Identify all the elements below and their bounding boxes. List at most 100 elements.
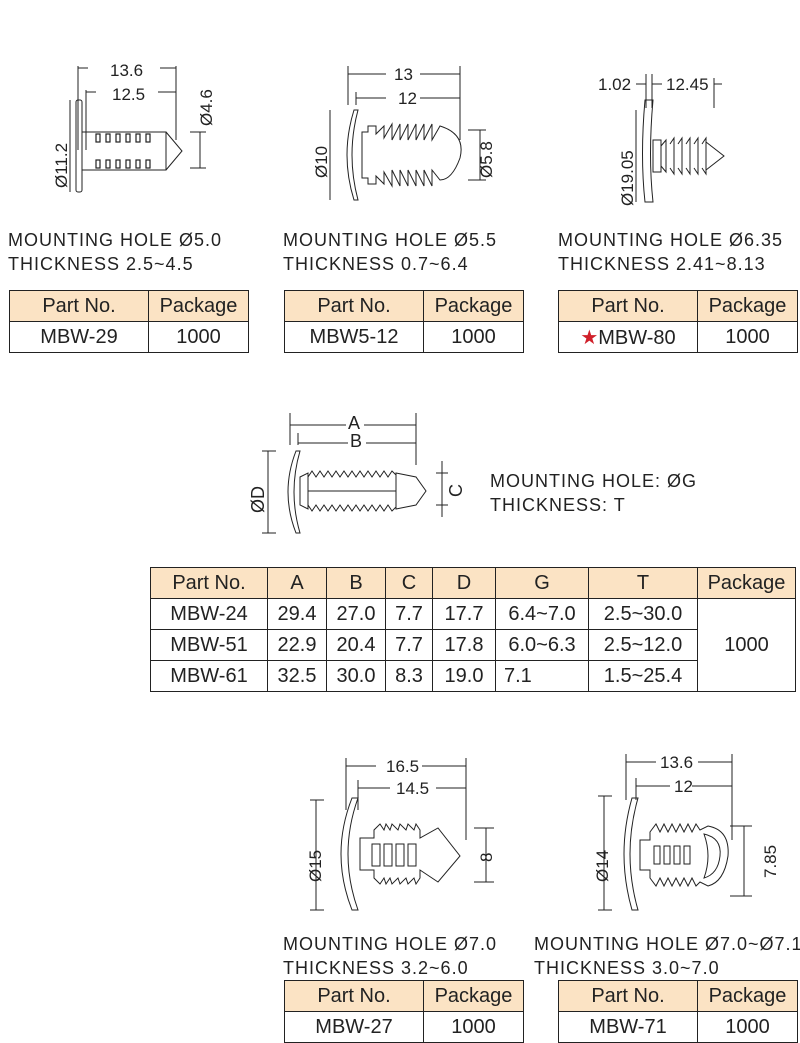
header-part-no: Part No. <box>9 290 149 322</box>
dim-12-45-label: 12.45 <box>666 75 709 94</box>
t-cell: 2.5~30.0 <box>588 598 698 630</box>
mounting-hole-text: MOUNTING HOLE Ø7.0 <box>283 934 498 954</box>
header-part-no: Part No. <box>150 567 268 599</box>
dim-a-label: A <box>348 413 360 433</box>
spec-mbw-80: MOUNTING HOLE Ø6.35 THICKNESS 2.41~8.13 <box>558 228 783 276</box>
part-no-cell: MBW-24 <box>150 598 268 630</box>
a-cell: 32.5 <box>267 660 327 692</box>
drawing-mbw-29: 13.6 12.5 Ø11.2 Ø4.6 <box>52 61 216 193</box>
header-package: Package <box>148 290 249 322</box>
g-cell: 6.0~6.3 <box>495 629 589 661</box>
spec-mbw-27: MOUNTING HOLE Ø7.0 THICKNESS 3.2~6.0 <box>283 932 497 980</box>
dim-13-6-label: 13.6 <box>660 753 693 772</box>
dim-16-5-label: 16.5 <box>386 757 419 776</box>
header-b: B <box>326 567 386 599</box>
t-cell: 2.5~12.0 <box>588 629 698 661</box>
dim-1-02-label: 1.02 <box>598 75 631 94</box>
t-cell: 1.5~25.4 <box>588 660 698 692</box>
dim-19-05-label: Ø19.05 <box>618 150 637 206</box>
c-cell: 8.3 <box>385 660 433 692</box>
thickness-text: THICKNESS 2.5~4.5 <box>8 254 194 274</box>
dim-7-85-label: 7.85 <box>761 845 780 878</box>
part-no-cell: MBW-51 <box>150 629 268 661</box>
header-part-no: Part No. <box>558 980 698 1012</box>
g-cell: 6.4~7.0 <box>495 598 589 630</box>
table-header-row: Part No. A B C D G T Package <box>150 567 796 599</box>
spec-mbw5-12: MOUNTING HOLE Ø5.5 THICKNESS 0.7~6.4 <box>283 228 497 276</box>
dim-12-label: 12 <box>674 777 693 796</box>
drawing-mbw-27: 16.5 14.5 Ø15 8 <box>306 757 496 911</box>
thickness-text: THICKNESS: T <box>490 495 626 515</box>
thickness-text: THICKNESS 2.41~8.13 <box>558 254 766 274</box>
drawing-mbw5-12: 13 12 Ø10 Ø5.8 <box>312 65 496 201</box>
package-cell: 1000 <box>423 1011 524 1043</box>
package-cell: 1000 <box>697 1011 798 1043</box>
header-part-no: Part No. <box>558 290 698 322</box>
star-icon: ★ <box>580 326 599 349</box>
thickness-text: THICKNESS 0.7~6.4 <box>283 254 469 274</box>
header-t: T <box>588 567 698 599</box>
g-cell: 7.1 <box>495 660 589 692</box>
part-no-cell: MBW5-12 <box>284 321 424 353</box>
dim-15-label: Ø15 <box>306 850 325 882</box>
c-cell: 7.7 <box>385 598 433 630</box>
header-package: Package <box>697 567 796 599</box>
mounting-hole-text: MOUNTING HOLE Ø5.5 <box>283 230 498 250</box>
drawing-mbw-71: 13.6 12 Ø14 7.85 <box>593 753 780 911</box>
header-package: Package <box>423 980 524 1012</box>
b-cell: 30.0 <box>326 660 386 692</box>
d-cell: 17.7 <box>432 598 496 630</box>
dim-13-6-label: 13.6 <box>110 61 143 80</box>
dim-12-label: 12 <box>398 89 417 108</box>
b-cell: 27.0 <box>326 598 386 630</box>
package-cell: 1000 <box>697 321 798 353</box>
c-cell: 7.7 <box>385 629 433 661</box>
part-no-text: MBW-80 <box>598 326 676 349</box>
dim-14-label: Ø14 <box>593 850 612 882</box>
header-g: G <box>495 567 589 599</box>
dim-11-2-label: Ø11.2 <box>52 143 71 188</box>
mounting-hole-text: MOUNTING HOLE: ØG <box>490 471 698 491</box>
package-cell: 1000 <box>697 598 796 692</box>
part-no-cell: MBW-61 <box>150 660 268 692</box>
table-generic: Part No. A B C D G T Package MBW-24 29.4… <box>150 567 796 692</box>
dim-8-label: 8 <box>477 853 496 862</box>
dim-d-label: ØD <box>248 486 268 513</box>
header-d: D <box>432 567 496 599</box>
part-no-cell: MBW-71 <box>558 1011 698 1043</box>
spec-generic: MOUNTING HOLE: ØG THICKNESS: T <box>490 469 697 517</box>
thickness-text: THICKNESS 3.0~7.0 <box>534 958 720 978</box>
spec-mbw-71: MOUNTING HOLE Ø7.0~Ø7.1 THICKNESS 3.0~7.… <box>534 932 800 980</box>
drawing-generic: A B ØD C <box>248 413 466 534</box>
dim-c-label: C <box>446 484 466 497</box>
header-c: C <box>385 567 433 599</box>
header-package: Package <box>697 290 798 322</box>
header-part-no: Part No. <box>284 290 424 322</box>
part-no-cell: MBW-29 <box>9 321 149 353</box>
table-row: MBW-24 29.4 27.0 7.7 17.7 6.4~7.0 2.5~30… <box>150 598 796 692</box>
part-no-cell: MBW-27 <box>284 1011 424 1043</box>
dim-12-5-label: 12.5 <box>112 85 145 104</box>
part-no-cell: ★MBW-80 <box>558 321 698 353</box>
package-cell: 1000 <box>148 321 249 353</box>
spec-mbw-29: MOUNTING HOLE Ø5.0 THICKNESS 2.5~4.5 <box>8 228 222 276</box>
dim-5-8-label: Ø5.8 <box>477 141 496 178</box>
a-cell: 29.4 <box>267 598 327 630</box>
mounting-hole-text: MOUNTING HOLE Ø5.0 <box>8 230 223 250</box>
dim-b-label: B <box>350 431 362 451</box>
mounting-hole-text: MOUNTING HOLE Ø6.35 <box>558 230 784 250</box>
a-cell: 22.9 <box>267 629 327 661</box>
dim-4-6-label: Ø4.6 <box>197 89 216 126</box>
drawing-mbw-80: 1.02 12.45 Ø19.05 <box>598 74 725 206</box>
thickness-text: THICKNESS 3.2~6.0 <box>283 958 469 978</box>
header-a: A <box>267 567 327 599</box>
header-part-no: Part No. <box>284 980 424 1012</box>
dim-10-label: Ø10 <box>312 146 331 178</box>
header-package: Package <box>697 980 798 1012</box>
dim-13-label: 13 <box>394 65 413 84</box>
